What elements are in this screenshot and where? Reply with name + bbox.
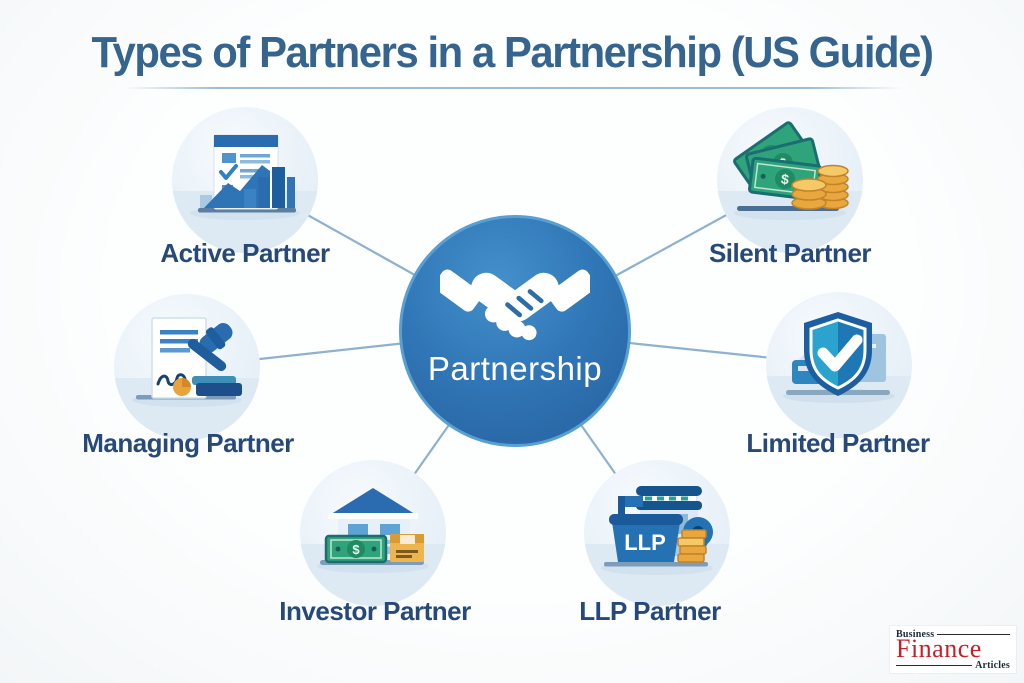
- logo-top-rule: [937, 634, 1010, 635]
- hub-label: Partnership: [427, 350, 603, 387]
- dollar-sign: $: [352, 542, 360, 557]
- logo-name-text: Finance: [896, 633, 982, 663]
- dollar-sign: $: [780, 171, 790, 188]
- logo-bottom-text: Articles: [975, 660, 1010, 671]
- property-money-package-icon: $: [300, 460, 446, 606]
- investor-partner-label: Investor Partner: [279, 596, 471, 626]
- partnership-hub: Partnership: [399, 215, 631, 447]
- cash-bills-coins-icon: $ $ $: [717, 107, 863, 253]
- page-title: Types of Partners in a Partnership (US G…: [91, 28, 934, 77]
- silent-partner-label: Silent Partner: [708, 238, 872, 268]
- active-partner-label: Active Partner: [160, 238, 330, 268]
- handshake-icon: [440, 269, 590, 341]
- managing-partner-label: Managing Partner: [82, 428, 294, 458]
- shield-checkmark-icon: [766, 292, 912, 438]
- logo-bottom-rule: [896, 665, 973, 666]
- logo-top-text: Business: [896, 629, 935, 640]
- growth-chart-document-icon: [172, 107, 318, 253]
- llp-partner-label: LLP Partner: [579, 596, 721, 626]
- contract-gavel-icon: [114, 294, 260, 440]
- business-finance-articles-logo: Business Finance Articles: [890, 626, 1016, 673]
- title-underline: [124, 87, 902, 89]
- llp-text: LLP: [624, 530, 666, 555]
- llp-firm-location-pin-icon: LLP: [584, 460, 730, 606]
- limited-partner-label: Limited Partner: [746, 428, 930, 458]
